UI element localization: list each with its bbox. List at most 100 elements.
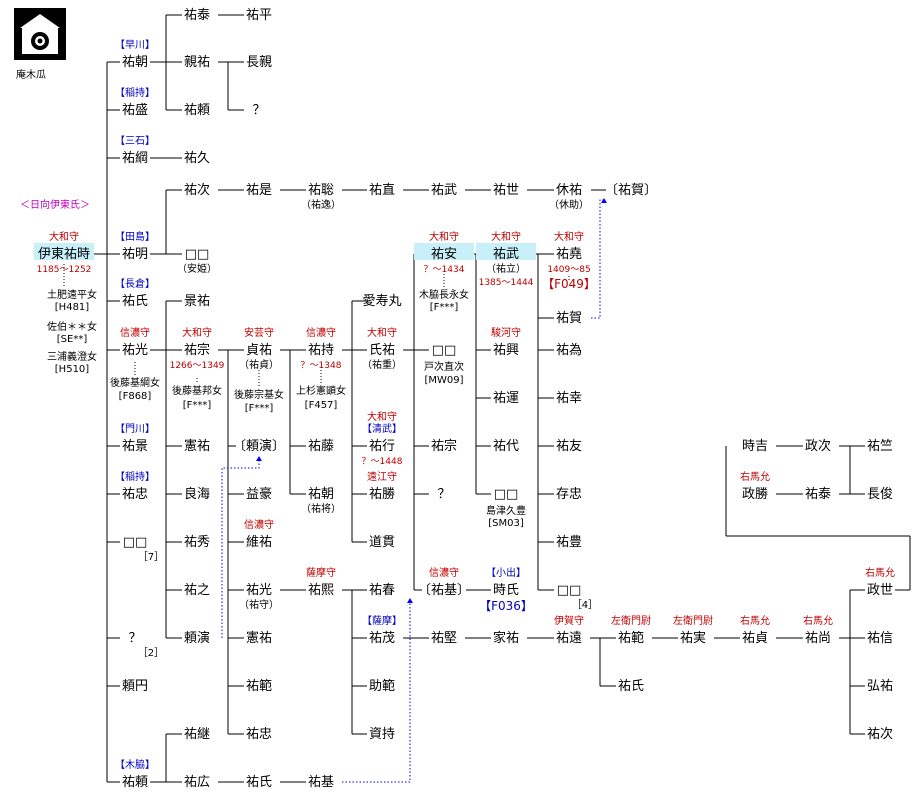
person-spouse3: 三浦義澄女 <box>47 350 97 363</box>
place-label: 【早川】 <box>115 39 155 51</box>
arrow-head <box>407 598 413 603</box>
title-label: 駿河守 <box>491 326 521 339</box>
name-label: 後藤基邦女 <box>172 384 222 397</box>
mokko-crest-icon <box>14 8 66 60</box>
name-label: 祐武 <box>431 183 457 198</box>
name-label: 祐氏 <box>618 679 644 694</box>
place-label: 【薩摩】 <box>362 614 402 627</box>
title-label: 大和守 <box>491 230 521 243</box>
name-label: □□ <box>494 487 519 502</box>
person-toji_anon: □□ <box>432 343 457 358</box>
person-sp_gotoh2_ref: [F***] <box>183 400 212 411</box>
person-yorien: 頼円 <box>122 679 148 694</box>
adoption-link <box>591 199 606 319</box>
date-label: ？〜1434 <box>424 265 465 275</box>
note-label: （祐立） <box>486 262 526 275</box>
name-label: 佐伯＊＊女 <box>47 320 97 333</box>
place-label: 【長倉】 <box>115 277 155 290</box>
title-label: 右馬允 <box>865 566 895 579</box>
name-label: 祐基 <box>308 775 334 790</box>
person-sukeyoshi: 祐為 <box>556 342 582 358</box>
name-label: [H481] <box>55 302 90 313</box>
note-label: （安姫） <box>177 262 217 275</box>
name-label: 道貫 <box>369 535 395 550</box>
name-label: 益豪 <box>246 486 272 502</box>
note-label: （祐守） <box>239 598 279 611</box>
name-label: 貞祐 <box>246 343 272 358</box>
person-sp_shimazu: 島津久豊 <box>486 504 526 517</box>
person-spouse3ref: [H510] <box>55 364 90 375</box>
title-label: 遠江守 <box>367 470 397 483</box>
name-label: [SE**] <box>57 334 88 345</box>
name-label: [SM03] <box>488 518 524 529</box>
name-label: 祐安 <box>431 247 457 262</box>
name-label: ？ <box>437 487 450 502</box>
name-label: 維祐 <box>246 535 272 550</box>
name-label: ？ <box>252 103 265 118</box>
person-sukeji: 祐竺 <box>867 439 893 454</box>
person-sukehisa: 祐久 <box>184 151 210 166</box>
person-shimazu_anon: □□ <box>494 487 519 502</box>
person-suketake1: 祐武 <box>431 183 457 198</box>
name-label: 祐竺 <box>867 439 893 454</box>
person-suketsugu3: 祐次 <box>867 726 893 742</box>
person-sp_uesugi: 上杉憲顕女 <box>296 384 346 397</box>
name-label: 祐興 <box>493 343 519 358</box>
name-label: 祐茂 <box>369 631 395 646</box>
place-label: 【小出】 <box>486 566 526 579</box>
person-sukefuji: 祐藤 <box>308 439 334 454</box>
person-nodes: 大和守伊東祐時1185〜1252土肥遠平女[H481]佐伯＊＊女[SE**]三浦… <box>34 8 895 790</box>
person-sukekore: 祐是 <box>246 183 272 198</box>
title-label: 大和守 <box>554 230 584 243</box>
note-label: （祐逸） <box>301 198 341 211</box>
name-label: 祐武 <box>493 247 519 262</box>
person-hirosuke: 弘祐 <box>867 679 893 694</box>
person-sukeshige: 【薩摩】祐茂 <box>362 614 402 646</box>
person-suketaira: 祐平 <box>246 8 272 23</box>
name-label: [F868] <box>119 391 152 402</box>
name-label: 資持 <box>369 727 395 742</box>
name-label: 景祐 <box>184 294 210 309</box>
name-label: 頼円 <box>122 679 148 694</box>
name-label: 〔祐賀〕 <box>605 183 657 198</box>
person-sukechu: 【稲持】祐忠 <box>115 470 155 502</box>
person-kyusuke: 休祐（休助） <box>549 183 589 211</box>
person-sukeyasu: 祐泰 <box>184 8 210 23</box>
name-label: 祐忠 <box>122 487 148 502</box>
note-label: ［2］ <box>138 647 164 659</box>
name-label: 祐幸 <box>556 391 582 406</box>
person-iesuke: 家祐 <box>493 630 519 646</box>
date-label: 1385〜1444 <box>479 278 534 288</box>
title-label: 大和守 <box>49 230 79 243</box>
name-label: 祐継 <box>184 727 210 742</box>
note-label: （祐重） <box>362 358 402 371</box>
name-label: 祐代 <box>493 439 519 454</box>
person-sukega1: 〔祐賀〕 <box>605 183 657 198</box>
place-label: 【木脇】 <box>115 759 155 771</box>
title-label: 薩摩守 <box>306 566 336 579</box>
name-label: 祐聡 <box>308 183 334 198</box>
name-label: 憲祐 <box>246 630 272 646</box>
title-label: 大和守 <box>367 326 397 339</box>
person-sp_gotoh2: 後藤基邦女 <box>172 384 222 397</box>
person-masatsugu: 政次 <box>805 438 831 454</box>
person-chikasuke: 親祐 <box>184 55 210 70</box>
title-label: 大和守 <box>367 410 397 423</box>
highlight-box <box>34 243 94 260</box>
name-label: 祐遠 <box>556 631 582 646</box>
name-label: 祐泰 <box>184 8 210 23</box>
date-label: 1266〜1349 <box>170 361 225 371</box>
person-sukeyasu3: 祐泰 <box>805 487 831 502</box>
name-label: 長親 <box>246 55 272 70</box>
person-sukemune2: 祐宗 <box>431 438 457 454</box>
title-label: 信濃守 <box>306 326 336 339</box>
person-suketomo2: 祐友 <box>556 438 582 454</box>
